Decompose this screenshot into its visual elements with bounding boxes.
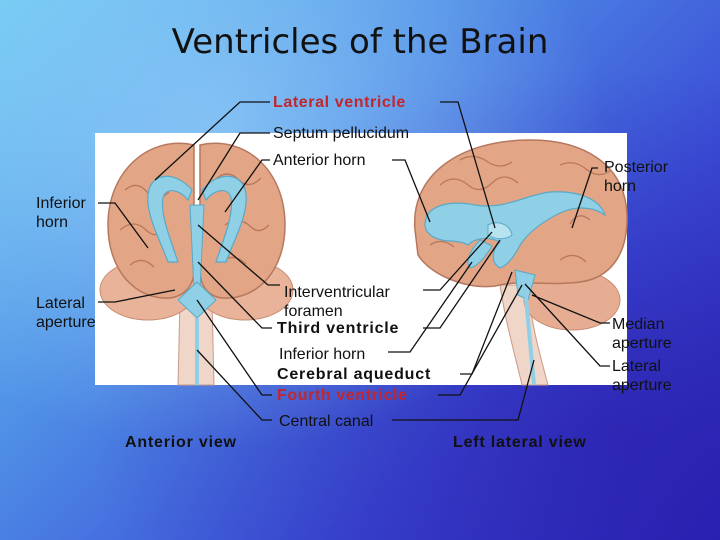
lateral-ventricle-shape [424, 191, 607, 269]
label-anterior-horn: Anterior horn [273, 152, 366, 169]
label-cerebral-aqueduct: Cerebral aqueduct [277, 366, 432, 383]
label-lateral-ventricle: Lateral ventricle [273, 94, 406, 111]
leader-lines [98, 101, 610, 421]
lateral-brain [414, 139, 628, 386]
label-inferior-horn-left: Inferior horn [36, 195, 86, 231]
label-median-aperture: Median aperture [612, 316, 672, 352]
label-septum-pellucidum: Septum pellucidum [273, 125, 410, 142]
label-third-ventricle: Third ventricle [277, 320, 400, 337]
lateral-gyri [429, 155, 611, 263]
slide-title: Ventricles of the Brain [171, 22, 549, 62]
label-posterior-horn: Posterior horn [604, 159, 669, 195]
anterior-brain [99, 142, 294, 386]
anterior-central-canal [195, 318, 199, 385]
anterior-ventricle-left [147, 175, 193, 263]
label-inferior-horn-center: Inferior horn [279, 346, 366, 363]
label-lateral-aperture-left: Lateral aperture [36, 295, 96, 331]
label-fourth-ventricle: Fourth ventricle [277, 387, 408, 404]
label-lateral-aperture-right: Lateral aperture [612, 358, 672, 394]
lateral-inferior-horn [467, 239, 493, 269]
caption-anterior-view: Anterior view [125, 434, 237, 451]
label-interventricular-foramen: Interventricular foramen [284, 284, 390, 320]
label-central-canal: Central canal [279, 413, 374, 430]
caption-left-lateral-view: Left lateral view [453, 434, 587, 451]
